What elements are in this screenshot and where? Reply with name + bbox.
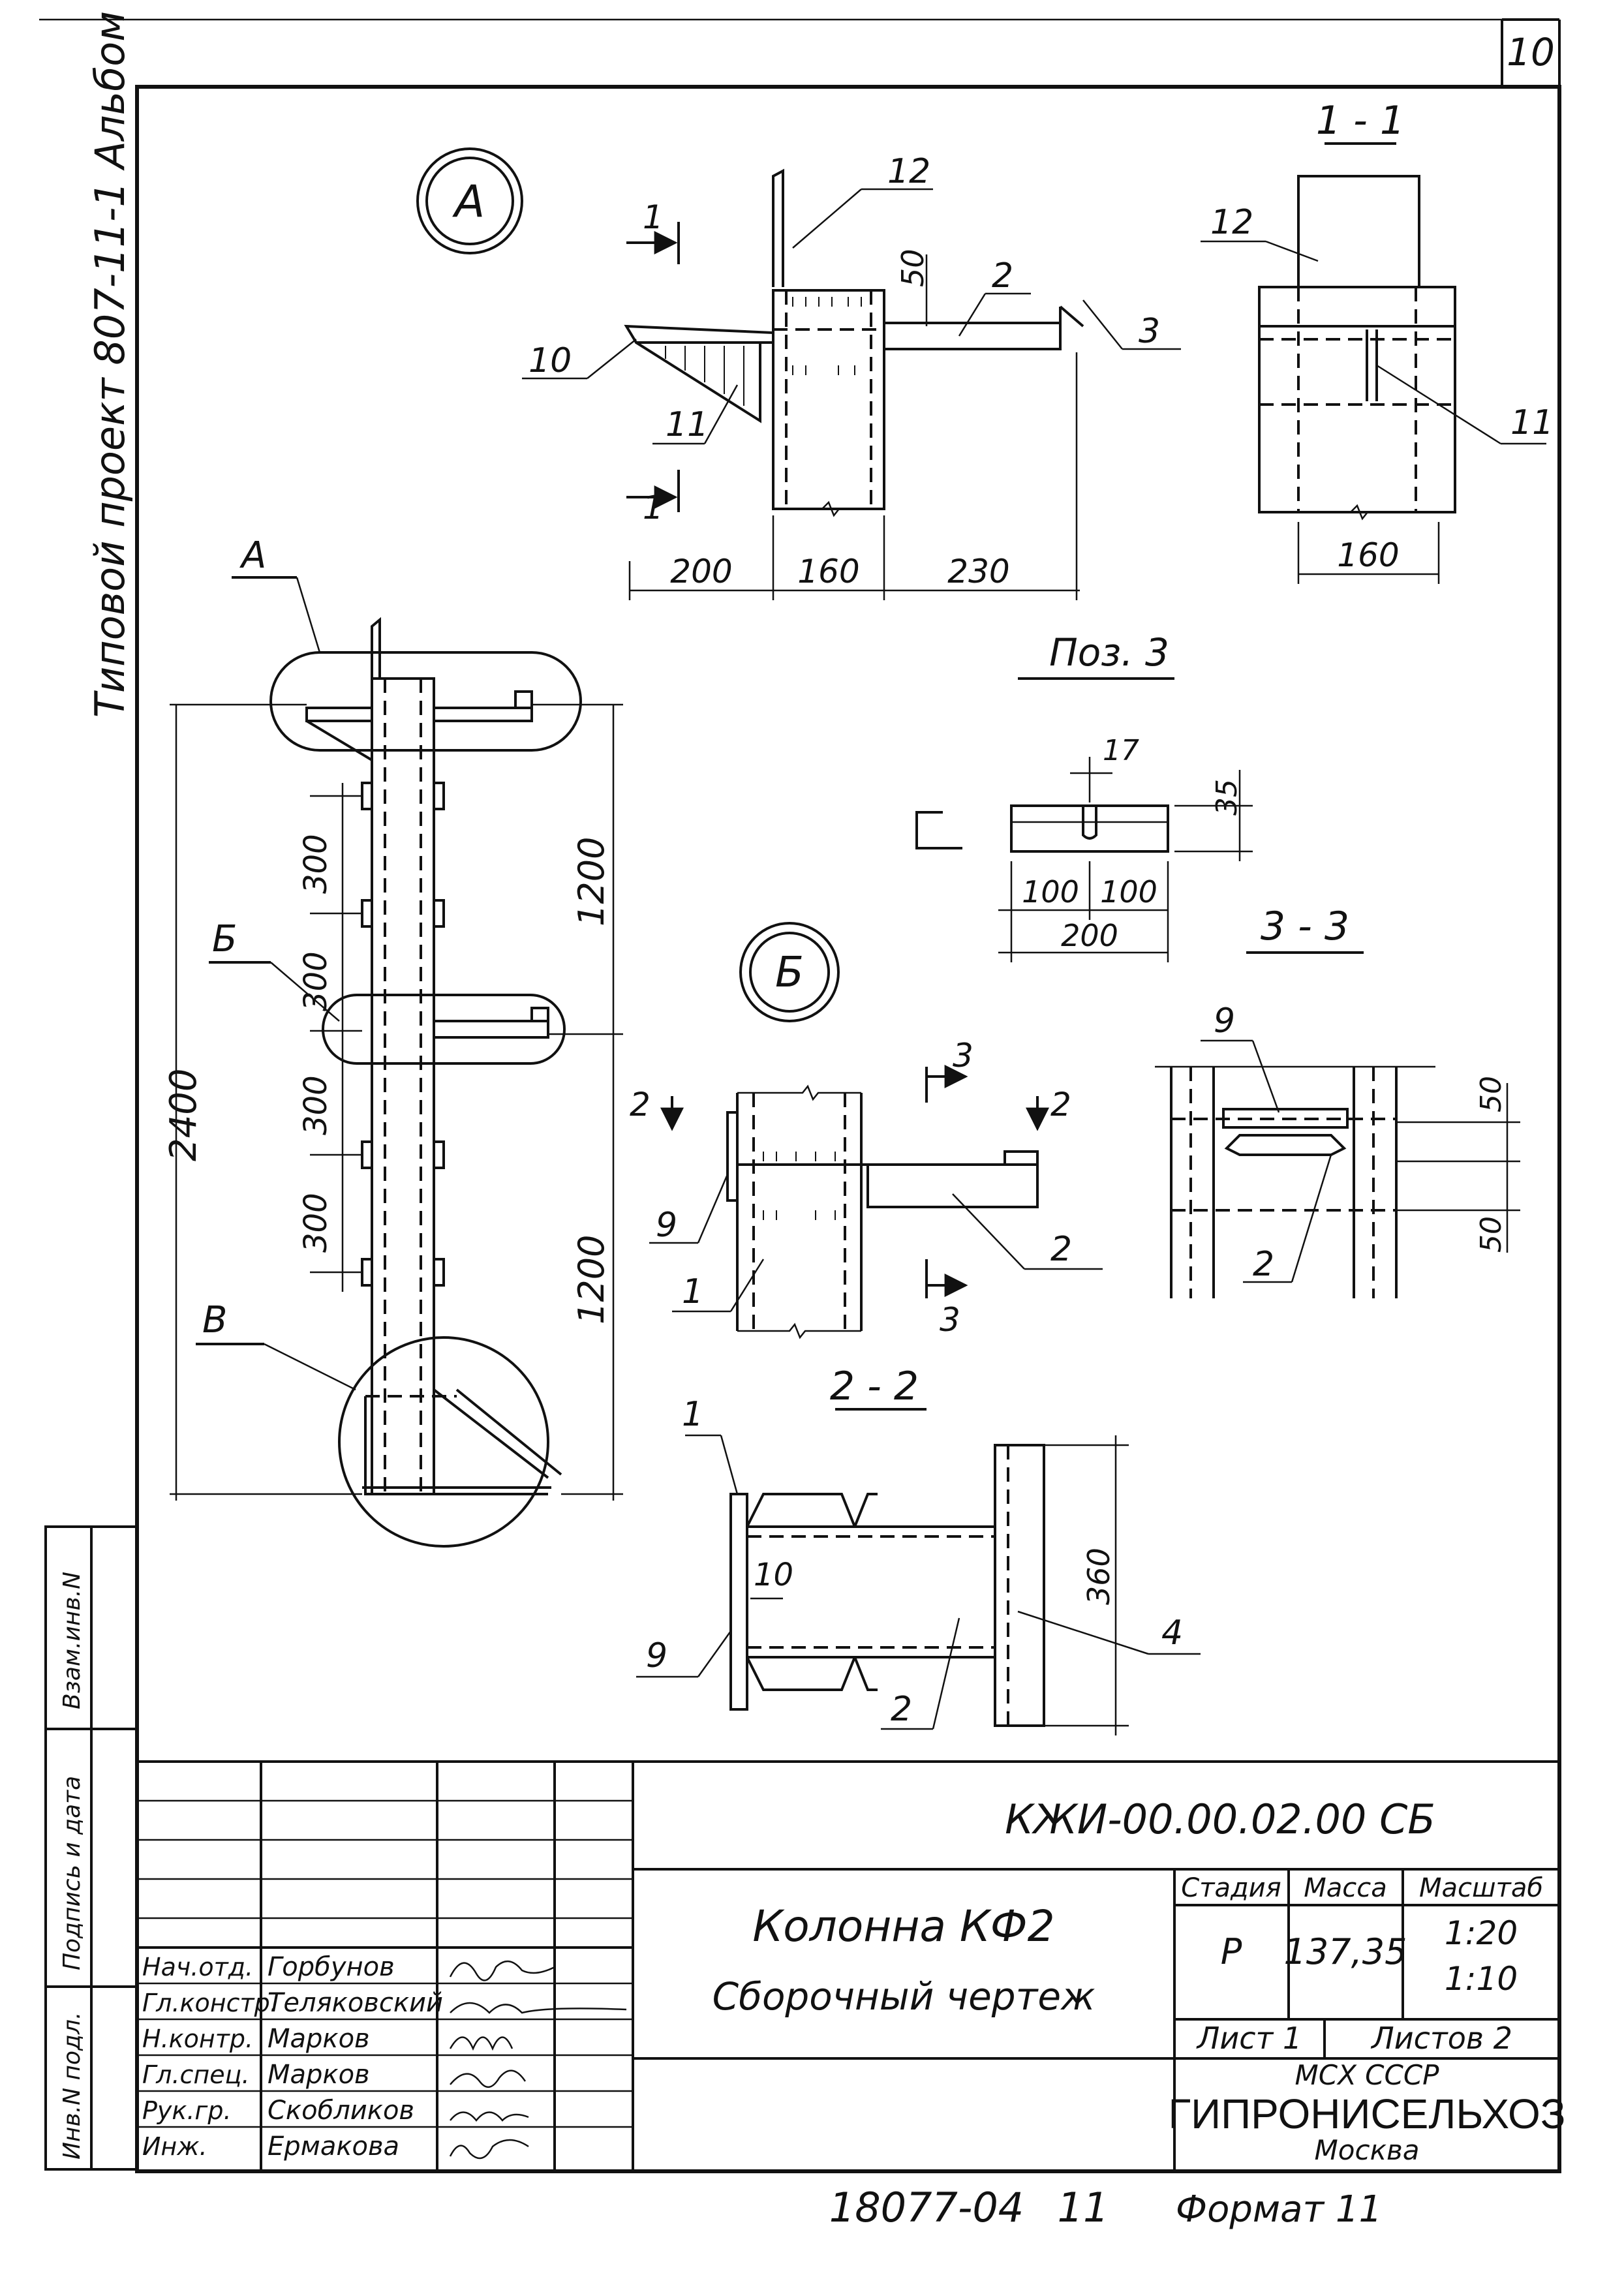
s33-dim-50a: 50 [1475,1076,1508,1112]
signatures [449,1961,627,2160]
section-2-2: 2 - 2 360 1 10 9 2 4 [636,1364,1201,1735]
staff-role-3: Н.контр. [142,2025,253,2053]
scale-value-2: 1:10 [1445,1960,1518,1998]
section-2-2-title: 2 - 2 [830,1364,919,1409]
section-1-bottom-label: 1 [643,489,664,527]
staff-role-2: Гл.констр. [142,1989,278,2017]
pos-2-label: 2 [992,256,1013,296]
section-1-top-label: 1 [643,198,664,236]
dim-a-160: 160 [797,553,859,590]
staff-role-4: Гл.спец. [142,2060,250,2089]
b-pos-1: 1 [682,1272,703,1311]
s22-dim-360: 360 [1081,1548,1116,1605]
side-stamp: Взам.инв.N Подпись и дата Инв.N подл. [44,1525,138,2171]
dim-300c: 300 [298,1075,334,1135]
view-b-label: Б [775,949,804,997]
section-3-3-title: 3 - 3 [1261,904,1349,949]
side-field-sign-date: Подпись и дата [59,1776,85,1970]
scale-value-1: 1:20 [1445,1914,1518,1952]
dim-1200b: 1200 [571,1235,612,1324]
pos3-dim-17: 17 [1103,734,1139,767]
staff-role-6: Инж. [142,2132,207,2161]
scale-header: Масштаб [1419,1873,1543,1903]
side-title: Типовой проект 807-11-1 Альбом III [86,0,134,718]
s22-pos-1: 1 [682,1395,703,1434]
dim-a-230: 230 [947,553,1009,590]
b-sec-3-bottom: 3 [940,1301,960,1339]
mass-value: 137,35 [1284,1931,1407,1972]
s33-dim-50b: 50 [1475,1216,1508,1253]
detail-view-b: Б 2 2 3 3 9 1 [630,922,1103,1339]
dim-a-50: 50 [895,249,930,287]
page-number: 10 [1507,30,1555,74]
callout-a-label: А [239,534,266,577]
s22-pos-4: 4 [1161,1613,1183,1653]
doc-code: КЖИ-00.00.02.00 СБ [1005,1795,1435,1843]
dim-1200a: 1200 [571,837,612,926]
org-line-2: ГИПРОНИСЕЛЬХОЗ [1169,2090,1566,2137]
dim-300b: 300 [298,951,334,1011]
pos-3-label: 3 [1139,312,1160,351]
name-line-1: Колонна КФ2 [752,1901,1054,1951]
staff-role-5: Рук.гр. [142,2096,232,2125]
pos-12-label: 12 [887,152,930,191]
dim-2400: 2400 [162,1068,205,1161]
org-line-1: МСХ СССР [1295,2059,1440,2091]
pos3-detail: Поз. 3 17 35 100 100 200 [915,630,1253,962]
stage-header: Стадия [1181,1873,1281,1903]
name-line-2: Сборочный чертеж [712,1974,1095,2019]
footer-num: 11 [1058,2184,1109,2231]
pos-11-label: 11 [666,405,709,444]
detail-view-a: А 1 [416,147,1181,600]
s11-dim-160: 160 [1337,536,1399,574]
footer-inventory: 18077-04 [829,2184,1024,2231]
sheet-label: Лист 1 [1196,2021,1302,2056]
title-block: КЖИ-00.00.02.00 СБ Колонна КФ2 Сборочный… [136,1760,1566,2173]
side-field-inv: Инв.N подл. [59,2012,85,2160]
b-pos-9: 9 [656,1206,677,1245]
org-line-3: Москва [1315,2134,1420,2166]
column-elevation: А Б В 2400 300 300 300 300 1200 1200 [162,534,623,1548]
callout-b-label: Б [212,918,237,960]
pos3-dim-200: 200 [1061,918,1118,953]
section-1-1-title: 1 - 1 [1316,98,1405,144]
stage-value: Р [1221,1931,1242,1972]
pos3-title: Поз. 3 [1049,630,1169,675]
staff-role-1: Нач.отд. [142,1953,253,1981]
staff-name-2: Теляковский [268,1988,443,2018]
mass-header: Масса [1304,1873,1387,1903]
s11-pos-11: 11 [1510,403,1554,442]
section-3-3: 3 - 3 50 50 9 2 [1155,904,1520,1298]
pos-10-label: 10 [529,341,572,380]
staff-name-1: Горбунов [268,1952,395,1982]
dim-300d: 300 [298,1193,334,1253]
s22-pos-2: 2 [891,1690,912,1729]
sheets-label: Листов 2 [1370,2021,1512,2056]
staff-name-5: Скобликов [268,2096,414,2126]
dim-a-200: 200 [670,553,732,590]
pos3-dim-100a: 100 [1022,874,1079,909]
b-sec-3-top: 3 [953,1037,973,1075]
section-1-1: 1 - 1 12 11 160 [1201,98,1554,584]
sheet-frame [39,18,1561,2173]
b-sec-2-left: 2 [630,1086,651,1123]
callout-v-label: В [202,1299,227,1341]
pos3-dim-100b: 100 [1100,874,1157,909]
pos3-dim-35: 35 [1210,779,1244,816]
staff-name-6: Ермакова [268,2132,399,2162]
footer-format: Формат 11 [1176,2188,1382,2231]
s33-pos-9: 9 [1214,1001,1235,1041]
s11-pos-12: 12 [1210,203,1253,242]
b-pos-2: 2 [1050,1230,1072,1269]
view-a-label: А [452,176,485,228]
dim-300a: 300 [298,834,334,894]
staff-name-3: Марков [268,2024,370,2054]
s22-pos-9: 9 [646,1636,667,1675]
s33-pos-2: 2 [1253,1245,1274,1284]
side-field-replace: Взам.инв.N [59,1572,85,1709]
s22-pos-10: 10 [754,1557,793,1593]
staff-name-4: Марков [268,2060,370,2090]
b-sec-2-right: 2 [1050,1086,1071,1123]
